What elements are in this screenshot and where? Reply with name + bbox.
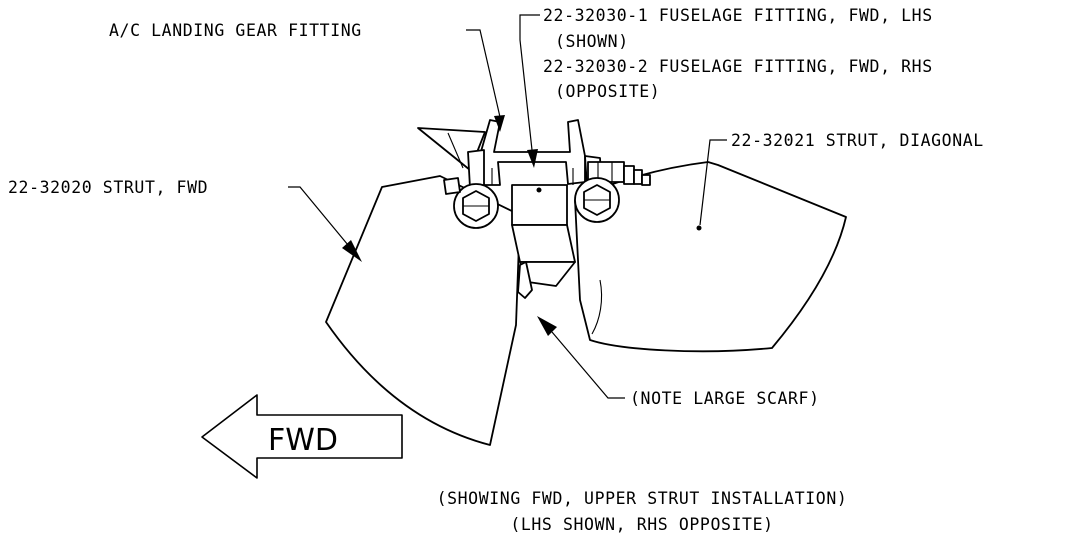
leader-landing-gear [466,29,505,132]
leader-strut-diagonal [696,139,727,231]
fwd-arrow-label: FWD [268,423,338,458]
bolt-head-small [443,177,461,195]
caption-line-1: (SHOWING FWD, UPPER STRUT INSTALLATION) [437,489,848,508]
callout-fuselage-fitting-rhs-sub: (OPPOSITE) [555,82,660,101]
callout-fuselage-fitting-lhs: 22-32030-1 FUSELAGE FITTING, FWD, LHS [543,6,933,25]
callout-fuselage-fitting-lhs-sub: (SHOWN) [555,32,629,51]
leader-strut-fwd [288,186,362,262]
callout-note-scarf: (NOTE LARGE SCARF) [630,389,820,408]
fwd-direction-arrow: FWD [201,394,403,479]
fuselage-fitting [511,184,576,299]
strut-diagonal [574,161,847,353]
callout-strut-diagonal: 22-32021 STRUT, DIAGONAL [731,131,984,150]
leader-fuselage-fitting [519,14,540,168]
caption-line-2: (LHS SHOWN, RHS OPPOSITE) [510,515,773,534]
bolt-head-right [574,177,620,223]
callout-fuselage-fitting-rhs: 22-32030-2 FUSELAGE FITTING, FWD, RHS [543,57,933,76]
bolt-hardware [587,161,651,186]
bolt-head-left [453,183,499,229]
callout-landing-gear-fitting: A/C LANDING GEAR FITTING [109,21,362,40]
leader-note-scarf [537,316,625,399]
callout-strut-fwd: 22-32020 STRUT, FWD [8,178,208,197]
